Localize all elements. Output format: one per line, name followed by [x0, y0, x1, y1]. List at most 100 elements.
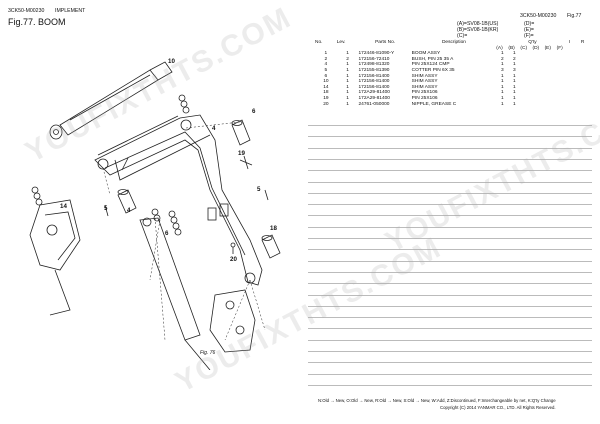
serial-b: (B)=SV08-1B(KR) — [457, 27, 499, 33]
pin-parts — [117, 119, 281, 259]
arm-cylinder — [139, 217, 211, 370]
cell-no: 10 — [323, 79, 329, 85]
cell-lev: 2 — [346, 56, 349, 62]
col-qd: (D) — [532, 45, 540, 51]
cell-b: 1 — [513, 79, 516, 85]
col-qb: (B) — [508, 45, 515, 51]
cell-no: 5 — [324, 67, 328, 73]
rule-line — [308, 305, 592, 307]
cell-e — [545, 102, 557, 108]
cell-b: 1 — [513, 62, 516, 68]
rule-line — [308, 192, 592, 194]
cell-no: 19 — [323, 95, 329, 101]
boom-cylinder — [49, 61, 173, 140]
callout-6b: 6 — [165, 230, 169, 237]
cell-d — [533, 102, 545, 108]
table-row: 2 2 172156-72410 BUSH, PIN 25 35 A 2 2 — [315, 57, 593, 63]
rule-line — [308, 283, 592, 285]
swing-bracket — [29, 199, 81, 316]
cell-no: 2 — [324, 56, 328, 62]
cell-a: 2 — [500, 56, 504, 62]
callout-18: 18 — [270, 225, 277, 232]
cell-a: 1 — [500, 73, 504, 79]
rule-line — [308, 226, 592, 228]
cell-a: 1 — [500, 95, 504, 101]
shim-stacks — [31, 94, 190, 236]
cell-b: 1 — [513, 90, 516, 96]
rule-line — [308, 181, 592, 183]
cell-lev: 1 — [346, 67, 349, 73]
rule-line — [308, 271, 592, 273]
cell-desc: SHIM ASSY — [411, 84, 438, 90]
cell-pn: 172498-81320 — [358, 62, 390, 68]
cell-lev: 1 — [346, 79, 349, 85]
cell-a: 1 — [500, 84, 504, 90]
cell-desc: COTTER PIN 6X 35 — [411, 67, 455, 73]
col-no: No. — [315, 40, 323, 45]
cell-pn: 172156-72410 — [358, 56, 390, 62]
col-qe: (E) — [544, 45, 551, 51]
cell-no: 4 — [324, 62, 328, 68]
cell-c — [520, 102, 532, 108]
cell-desc: BUSH, PIN 25 35 A — [411, 56, 454, 62]
callout-20: 20 — [230, 256, 237, 263]
rule-line — [308, 125, 592, 126]
cell-desc: NIPPLE, GREASE C — [411, 101, 457, 107]
cell-desc: PIN 25X124 CMP — [411, 62, 450, 68]
cell-a: 1 — [500, 51, 504, 57]
rule-line — [308, 158, 592, 160]
rule-line — [308, 249, 592, 251]
cell-desc: SHIM ASSY — [411, 73, 438, 79]
cell-pn: 24761-050000 — [358, 101, 390, 107]
rule-line — [308, 238, 592, 239]
cell-desc: SHIM ASSY — [411, 79, 438, 85]
cell-pn: 172156-81400 — [358, 73, 390, 79]
callout-4a: 4 — [212, 125, 216, 132]
cell-b: 1 — [513, 101, 516, 107]
cell-lev: 1 — [346, 95, 349, 101]
cell-lev: 1 — [346, 51, 349, 57]
cell-lev: 1 — [346, 90, 349, 96]
callout-19: 19 — [238, 150, 245, 157]
section-title: IMPLEMENT — [55, 8, 86, 14]
cell-pn: 172155-81390 — [358, 67, 390, 73]
callout-5: 5 — [104, 205, 108, 212]
cell-desc: PIN 25X106 — [411, 95, 438, 101]
figure-title: Fig.77. BOOM — [8, 17, 66, 27]
serial-e: (E)= — [524, 27, 534, 33]
cell-a: 1 — [500, 62, 504, 68]
col-desc: Description — [441, 40, 466, 45]
bracket-lower — [209, 289, 256, 353]
parts-table: No. Lev. Parts No. Description Q'ty I R … — [315, 40, 593, 107]
figure-tag: Fig. 76 — [200, 350, 216, 356]
cell-pn: 172A29-81400 — [358, 95, 390, 101]
cell-b: 2 — [513, 56, 516, 62]
cell-pn: 172446-81090-Y — [358, 51, 395, 57]
watermark-3: YOUFIXTHTS.COM — [380, 90, 600, 260]
cell-a: 3 — [500, 67, 504, 73]
callout-14: 14 — [60, 203, 67, 210]
cell-lev: 1 — [346, 101, 349, 107]
rule-line — [308, 317, 592, 319]
col-qa: (A) — [496, 45, 503, 51]
callout-5b: 5 — [257, 186, 261, 193]
cell-b: 1 — [513, 73, 516, 79]
cell-pn: 172156-81400 — [358, 79, 390, 85]
col-part-no: Parts No. — [375, 40, 396, 45]
cell-b: 1 — [513, 51, 516, 57]
cell-a: 1 — [500, 90, 504, 96]
cell-a: 1 — [500, 101, 504, 107]
col-r: R — [580, 40, 585, 45]
boom-body — [94, 114, 263, 286]
cell-no: 1 — [324, 51, 328, 57]
cell-lev: 1 — [346, 84, 349, 90]
boom-diagram — [29, 61, 281, 370]
